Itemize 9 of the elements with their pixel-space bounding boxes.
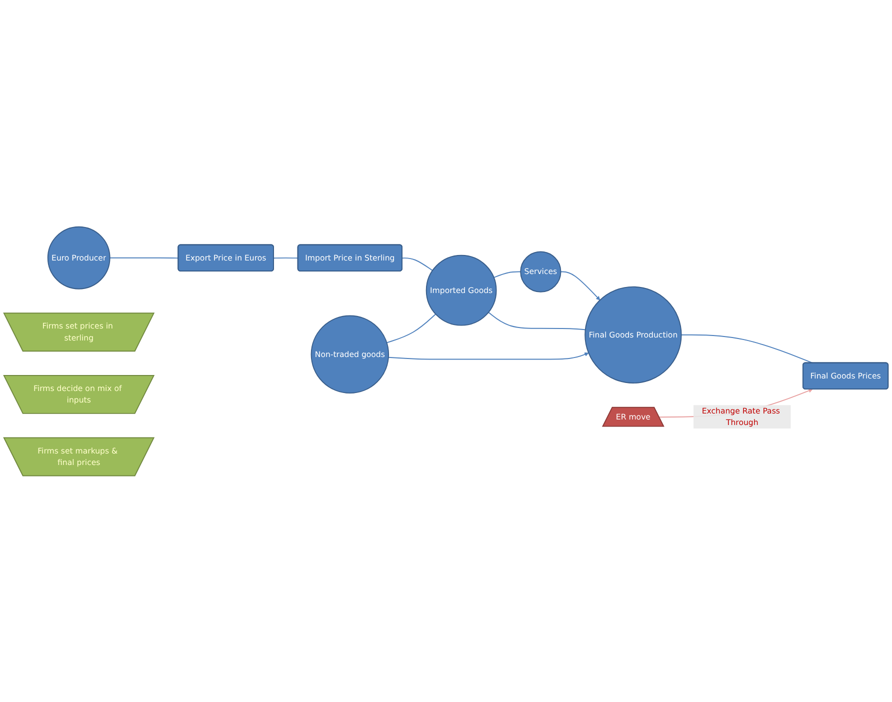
connector — [493, 270, 522, 278]
connector — [680, 334, 814, 364]
arrow — [560, 270, 600, 300]
connector — [488, 312, 586, 330]
connector — [109, 257, 179, 258]
connector — [386, 313, 436, 343]
arrow — [388, 352, 589, 360]
connector — [402, 257, 433, 271]
connector — [273, 257, 299, 258]
